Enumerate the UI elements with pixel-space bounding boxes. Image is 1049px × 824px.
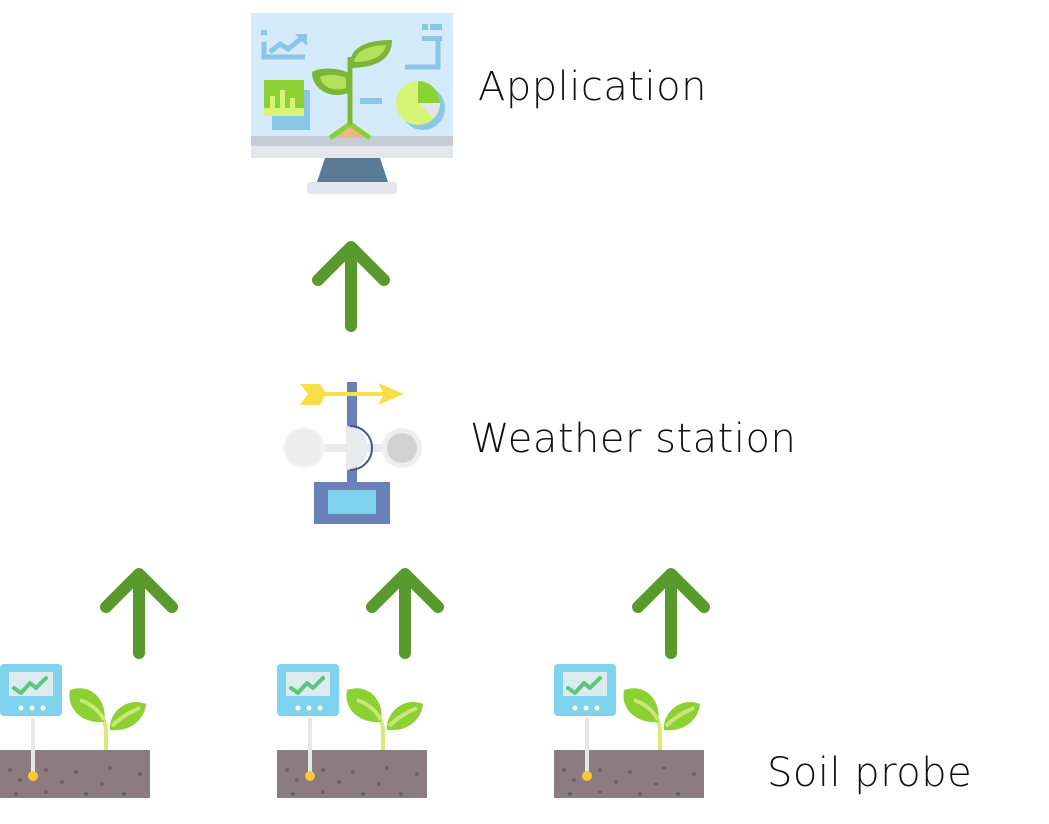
soil-sensor-seedling-icon <box>554 664 704 798</box>
application-node <box>250 12 455 197</box>
edge-probe-1-to-weather <box>98 565 180 659</box>
arrow-up-icon <box>632 568 710 659</box>
arrow-up-icon <box>100 568 178 659</box>
soil-probe-label: Soil probe <box>767 750 973 796</box>
edge-weather-to-application <box>310 238 392 332</box>
arrow-up-icon <box>366 568 444 659</box>
soil-probe-node-1 <box>0 662 152 800</box>
edge-probe-2-to-weather <box>364 565 446 659</box>
edge-probe-3-to-weather <box>630 565 712 659</box>
arrow-up-icon <box>312 241 390 332</box>
weather-vane-anemometer-icon <box>283 382 422 524</box>
application-label: Application <box>478 64 707 110</box>
weather-station-label: Weather station <box>470 416 797 462</box>
soil-sensor-seedling-icon <box>277 664 427 798</box>
monitor-plant-dashboard-icon <box>251 13 453 194</box>
weather-station-node <box>278 378 428 526</box>
soil-sensor-seedling-icon <box>0 664 150 798</box>
soil-probe-node-3 <box>554 662 706 800</box>
soil-probe-node-2 <box>277 662 429 800</box>
